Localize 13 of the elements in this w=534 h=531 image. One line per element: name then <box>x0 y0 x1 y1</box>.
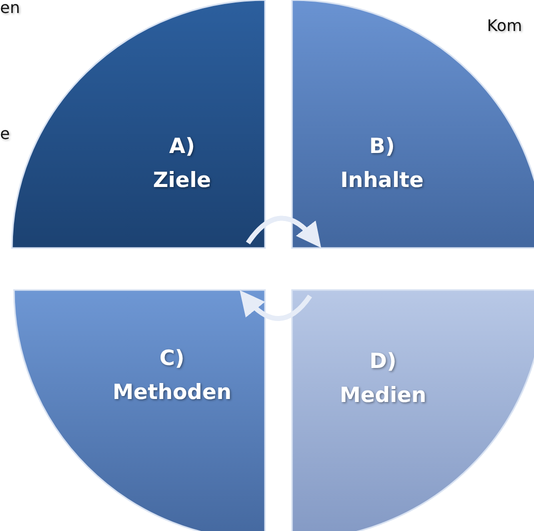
cropped-text: e <box>0 124 10 143</box>
segment-label: C) <box>158 345 186 372</box>
segment-label: D) <box>368 348 398 375</box>
segment-label: Inhalte <box>340 166 424 194</box>
segment-label: Medien <box>340 382 426 409</box>
segment-label: Ziele <box>152 166 212 194</box>
segment-label: B) <box>368 133 396 160</box>
segment-label: Methoden <box>112 378 232 406</box>
curved-arrow <box>246 216 322 248</box>
cropped-text: en <box>0 0 20 17</box>
cropped-text: Kom <box>487 16 522 35</box>
segment-label: A) <box>168 133 196 160</box>
curved-arrow <box>239 290 312 321</box>
